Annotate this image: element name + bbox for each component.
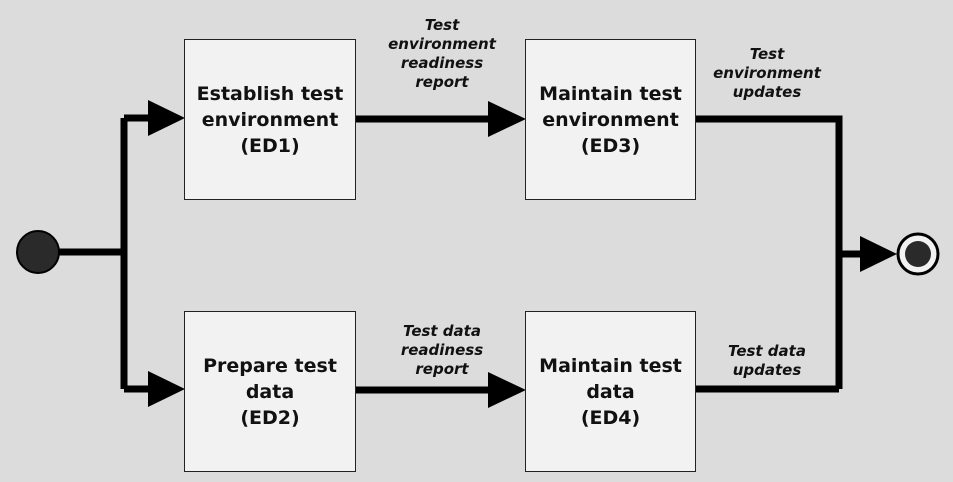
arrow-to-ed4 xyxy=(488,372,526,408)
node-ed3-line-2: environment xyxy=(542,108,679,131)
node-ed2-line-1: Prepare test xyxy=(203,354,337,377)
node-ed1-line-1: Establish test xyxy=(196,82,344,105)
node-ed4: Maintain test data (ED4) xyxy=(525,311,696,472)
flow-label-ed1-ed3-line-2: environment xyxy=(388,35,496,53)
flow-label-ed3-out-line-2: environment xyxy=(713,64,821,82)
arrow-to-final xyxy=(860,236,897,272)
node-ed2-line-2: data xyxy=(245,380,295,403)
flow-label-ed1-ed3-line-4: report xyxy=(415,73,469,91)
flow-label-ed4-out-line-2: updates xyxy=(732,361,802,379)
flow-label-ed4-out: Test data updates xyxy=(687,342,847,380)
join-connector xyxy=(695,115,862,393)
node-ed3: Maintain test environment (ED3) xyxy=(525,39,696,200)
node-ed4-line-1: Maintain test xyxy=(539,354,682,377)
node-ed2-line-3: (ED2) xyxy=(240,406,300,429)
final-node-core xyxy=(905,241,931,267)
node-ed1-line-3: (ED1) xyxy=(240,134,300,157)
node-ed3-line-3: (ED3) xyxy=(580,134,641,157)
node-ed2: Prepare test data (ED2) xyxy=(184,311,356,472)
node-ed4-line-2: data xyxy=(586,380,635,403)
flow-label-ed2-ed4: Test data readiness report xyxy=(362,322,522,379)
node-ed1: Establish test environment (ED1) xyxy=(184,39,356,200)
fork-connector xyxy=(59,118,128,389)
arrow-to-ed1 xyxy=(148,100,185,136)
flow-label-ed4-out-line-1: Test data xyxy=(728,342,806,360)
flow-label-ed1-ed3-line-3: readiness xyxy=(400,54,484,72)
flow-label-ed3-out-line-3: updates xyxy=(732,83,802,101)
arrow-to-ed3 xyxy=(488,101,526,137)
node-ed1-line-2: environment xyxy=(201,108,339,131)
initial-node xyxy=(16,230,60,274)
arrow-to-ed2 xyxy=(148,371,185,407)
flow-label-ed2-ed4-line-2: readiness xyxy=(400,341,484,359)
flow-label-ed2-ed4-line-3: report xyxy=(415,360,469,378)
flow-label-ed2-ed4-line-1: Test data xyxy=(403,322,481,340)
flow-label-ed3-out-line-1: Test xyxy=(749,45,785,63)
flow-label-ed1-ed3-line-1: Test xyxy=(424,16,460,34)
flow-label-ed3-out: Test environment updates xyxy=(687,45,847,102)
flow-label-ed1-ed3: Test environment readiness report xyxy=(362,16,522,92)
node-ed3-line-1: Maintain test xyxy=(539,82,682,105)
node-ed4-line-3: (ED4) xyxy=(580,406,641,429)
